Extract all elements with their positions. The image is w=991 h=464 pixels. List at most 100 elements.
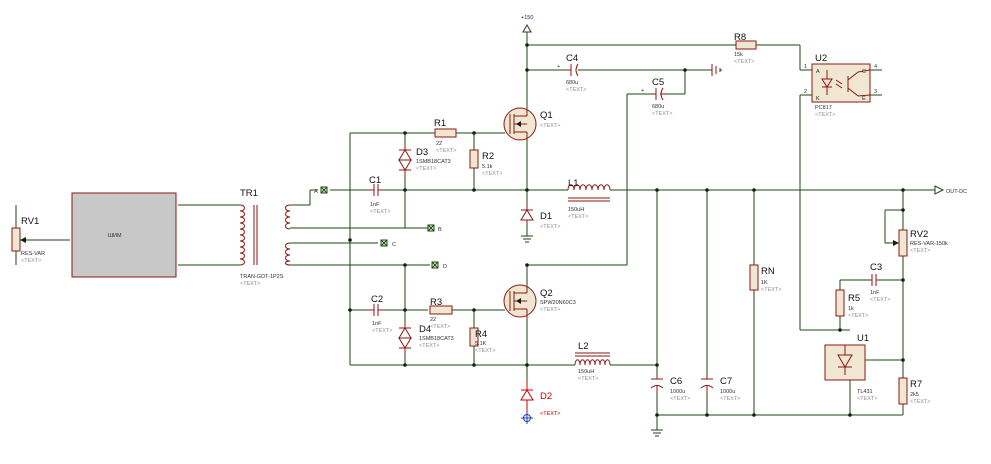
svg-text:<TEXT>: <TEXT> [566, 87, 586, 93]
svg-text:1SMB18CAT3: 1SMB18CAT3 [416, 159, 451, 165]
svg-text:RES-VAR-150k: RES-VAR-150k [910, 241, 948, 247]
u1-tl431[interactable]: U1 TL431 <TEXT> [824, 333, 877, 402]
svg-text:C: C [392, 242, 396, 248]
terminal-a[interactable]: A [314, 186, 328, 195]
svg-text:<TEXT>: <TEXT> [540, 411, 560, 417]
svg-text:RES-VAR: RES-VAR [21, 251, 45, 257]
c7-capacitor[interactable]: C7 1000u <TEXT> [700, 375, 740, 402]
svg-text:D: D [443, 264, 447, 270]
svg-text:D1: D1 [540, 211, 552, 222]
svg-text:<TEXT>: <TEXT> [910, 248, 930, 254]
svg-text:RN: RN [761, 266, 775, 277]
rv1-potentiometer[interactable]: RV1 RES-VAR <TEXT> [11, 216, 45, 264]
svg-text:<TEXT>: <TEXT> [734, 59, 754, 65]
r4-resistor[interactable]: R4 5.1K <TEXT> [469, 327, 495, 354]
terminal-d[interactable]: D [431, 261, 447, 270]
pwm-block[interactable]: ШИМ [71, 192, 177, 278]
svg-text:Q1: Q1 [540, 110, 553, 121]
svg-text:<TEXT>: <TEXT> [815, 112, 835, 118]
r8-resistor[interactable]: R8 15k <TEXT> [734, 32, 757, 65]
svg-text:<TEXT>: <TEXT> [670, 396, 690, 402]
svg-text:PC817: PC817 [815, 105, 832, 111]
r2-resistor[interactable]: R2 5.1k <TEXT> [469, 149, 502, 177]
svg-text:K: K [816, 96, 820, 102]
svg-text:1000u: 1000u [720, 389, 735, 395]
svg-text:R1: R1 [434, 118, 446, 129]
u2-optocoupler[interactable]: U2 A K C E 1 2 3 4 PC817 <TEXT> [804, 53, 877, 118]
svg-text:<TEXT>: <TEXT> [652, 111, 672, 117]
svg-text:<TEXT>: <TEXT> [857, 396, 877, 402]
c1-capacitor[interactable]: C1 1nF <TEXT> [368, 175, 390, 215]
c4-capacitor[interactable]: + C4 680u <TEXT> [557, 53, 586, 93]
q2-mosfet[interactable]: Q2 SPW20N60C3 <TEXT> [503, 284, 576, 320]
power-terminal[interactable]: +150 [521, 15, 533, 33]
svg-text:<TEXT>: <TEXT> [540, 224, 560, 230]
svg-text:1nF: 1nF [370, 202, 380, 208]
svg-text:+: + [557, 64, 560, 70]
svg-text:R4: R4 [475, 329, 487, 340]
c5-capacitor[interactable]: + C5 680u <TEXT> [641, 77, 672, 117]
l2-inductor[interactable]: L2 150uH <TEXT> [574, 341, 611, 382]
svg-text:1SMB18CAT3: 1SMB18CAT3 [419, 336, 454, 342]
svg-text:E: E [862, 96, 866, 102]
svg-text:C1: C1 [369, 175, 381, 186]
d4-tvs-diode[interactable]: D4 1SMB18CAT3 <TEXT> [398, 322, 454, 354]
d2-ground-marker [521, 412, 533, 424]
q1-mosfet[interactable]: Q1 <TEXT> [503, 107, 560, 141]
svg-text:R8: R8 [734, 32, 746, 43]
output-terminal[interactable]: OUT-DC [934, 185, 967, 195]
svg-text:1: 1 [804, 64, 807, 70]
c6-capacitor[interactable]: C6 1000u <TEXT> [650, 375, 690, 402]
svg-text:<TEXT>: <TEXT> [416, 166, 436, 172]
rn-resistor[interactable]: RN 1K <TEXT> [749, 264, 781, 293]
c3-capacitor[interactable]: C3 1nF <TEXT> [868, 262, 890, 303]
svg-text:4: 4 [874, 64, 877, 70]
svg-text:ШИМ: ШИМ [108, 233, 122, 239]
svg-text:5.1k: 5.1k [482, 164, 493, 170]
r3-resistor[interactable]: R3 22 <TEXT> [429, 297, 453, 330]
svg-text:OUT-DC: OUT-DC [946, 189, 967, 195]
svg-text:TR1: TR1 [240, 188, 258, 199]
r1-resistor[interactable]: R1 22 <TEXT> [434, 118, 457, 154]
svg-text:U2: U2 [815, 53, 827, 64]
c2-capacitor[interactable]: C2 1nF <TEXT> [368, 294, 392, 334]
tr1-transformer[interactable]: TR1 TRAN-GDT-1P2S <TEXT> [239, 188, 291, 287]
svg-text:C3: C3 [870, 262, 882, 273]
svg-text:<TEXT>: <TEXT> [370, 209, 390, 215]
l1-inductor[interactable]: L1 150uH <TEXT> [567, 178, 611, 220]
r5-resistor[interactable]: R5 1k <TEXT> [835, 289, 868, 319]
svg-text:<TEXT>: <TEXT> [482, 171, 502, 177]
svg-text:<TEXT>: <TEXT> [848, 313, 868, 319]
svg-text:3: 3 [874, 89, 877, 95]
svg-text:RV1: RV1 [21, 216, 39, 227]
d1-diode[interactable]: D1 <TEXT> [520, 204, 560, 230]
svg-text:1nF: 1nF [372, 321, 382, 327]
svg-text:1k: 1k [848, 306, 854, 312]
svg-text:B: B [438, 227, 442, 233]
svg-text:+150: +150 [521, 15, 533, 21]
svg-text:<TEXT>: <TEXT> [475, 348, 495, 354]
svg-text:22: 22 [436, 141, 442, 147]
rv2-potentiometer[interactable]: RV2 RES-VAR-150k <TEXT> [893, 229, 948, 257]
d3-tvs-diode[interactable]: D3 1SMB18CAT3 <TEXT> [398, 145, 451, 175]
r7-resistor[interactable]: R7 2k5 <TEXT> [898, 377, 930, 405]
ground-symbols [521, 64, 721, 437]
wires [15, 32, 935, 430]
svg-text:TRAN-GDT-1P2S: TRAN-GDT-1P2S [240, 274, 284, 280]
svg-text:<TEXT>: <TEXT> [578, 376, 598, 382]
svg-text:L2: L2 [578, 341, 589, 352]
svg-text:<TEXT>: <TEXT> [910, 399, 930, 405]
svg-text:C2: C2 [371, 294, 383, 305]
svg-text:680u: 680u [566, 80, 578, 86]
terminal-c[interactable]: C [380, 239, 396, 248]
d2-diode[interactable]: D2 <TEXT> [520, 380, 560, 417]
svg-text:R2: R2 [482, 151, 494, 162]
svg-text:SPW20N60C3: SPW20N60C3 [540, 300, 576, 306]
terminal-b[interactable]: B [427, 224, 442, 233]
svg-text:L1: L1 [568, 178, 579, 189]
svg-text:<TEXT>: <TEXT> [372, 328, 392, 334]
svg-text:R3: R3 [430, 297, 442, 308]
svg-text:A: A [314, 189, 318, 195]
svg-text:TL431: TL431 [857, 389, 873, 395]
